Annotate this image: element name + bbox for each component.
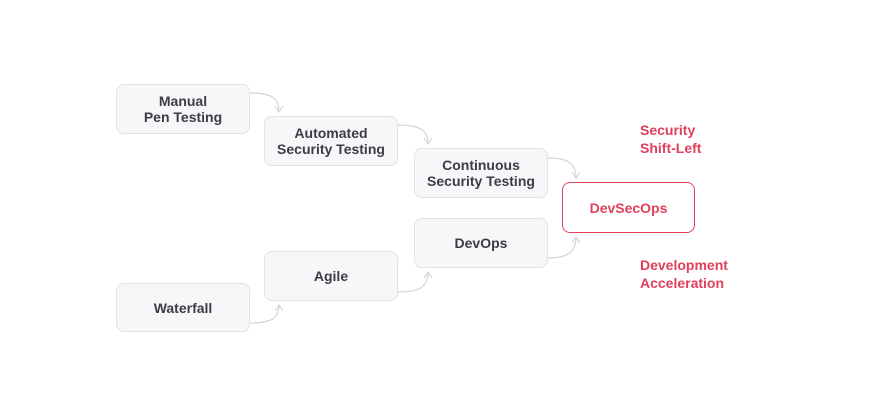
connector-manual-to-automated (249, 92, 279, 112)
node-devsecops: DevSecOps (562, 182, 695, 233)
node-devops: DevOps (414, 218, 548, 268)
node-label: Waterfall (153, 299, 213, 316)
annotation-development-acceleration: Development Acceleration (640, 257, 728, 291)
node-agile: Agile (264, 251, 398, 301)
connector-devops-to-devsecops (547, 237, 576, 259)
node-manual-pen-testing: Manual Pen Testing (116, 84, 250, 134)
annotation-security-shift-left: Security Shift-Left (640, 122, 702, 156)
connector-continuous-to-devsecops (547, 157, 576, 178)
connector-automated-to-continuous (397, 124, 428, 144)
node-label: DevSecOps (589, 199, 668, 216)
node-automated-security-testing: Automated Security Testing (264, 116, 398, 166)
connector-waterfall-to-agile (249, 305, 279, 324)
node-label: Manual Pen Testing (143, 93, 223, 125)
node-waterfall: Waterfall (116, 283, 250, 332)
node-label: DevOps (454, 235, 508, 251)
node-label: Agile (313, 268, 349, 284)
connector-agile-to-devops (397, 272, 428, 293)
node-continuous-security-testing: Continuous Security Testing (414, 148, 548, 198)
node-label: Automated Security Testing (277, 125, 385, 157)
node-label: Continuous Security Testing (427, 157, 535, 189)
